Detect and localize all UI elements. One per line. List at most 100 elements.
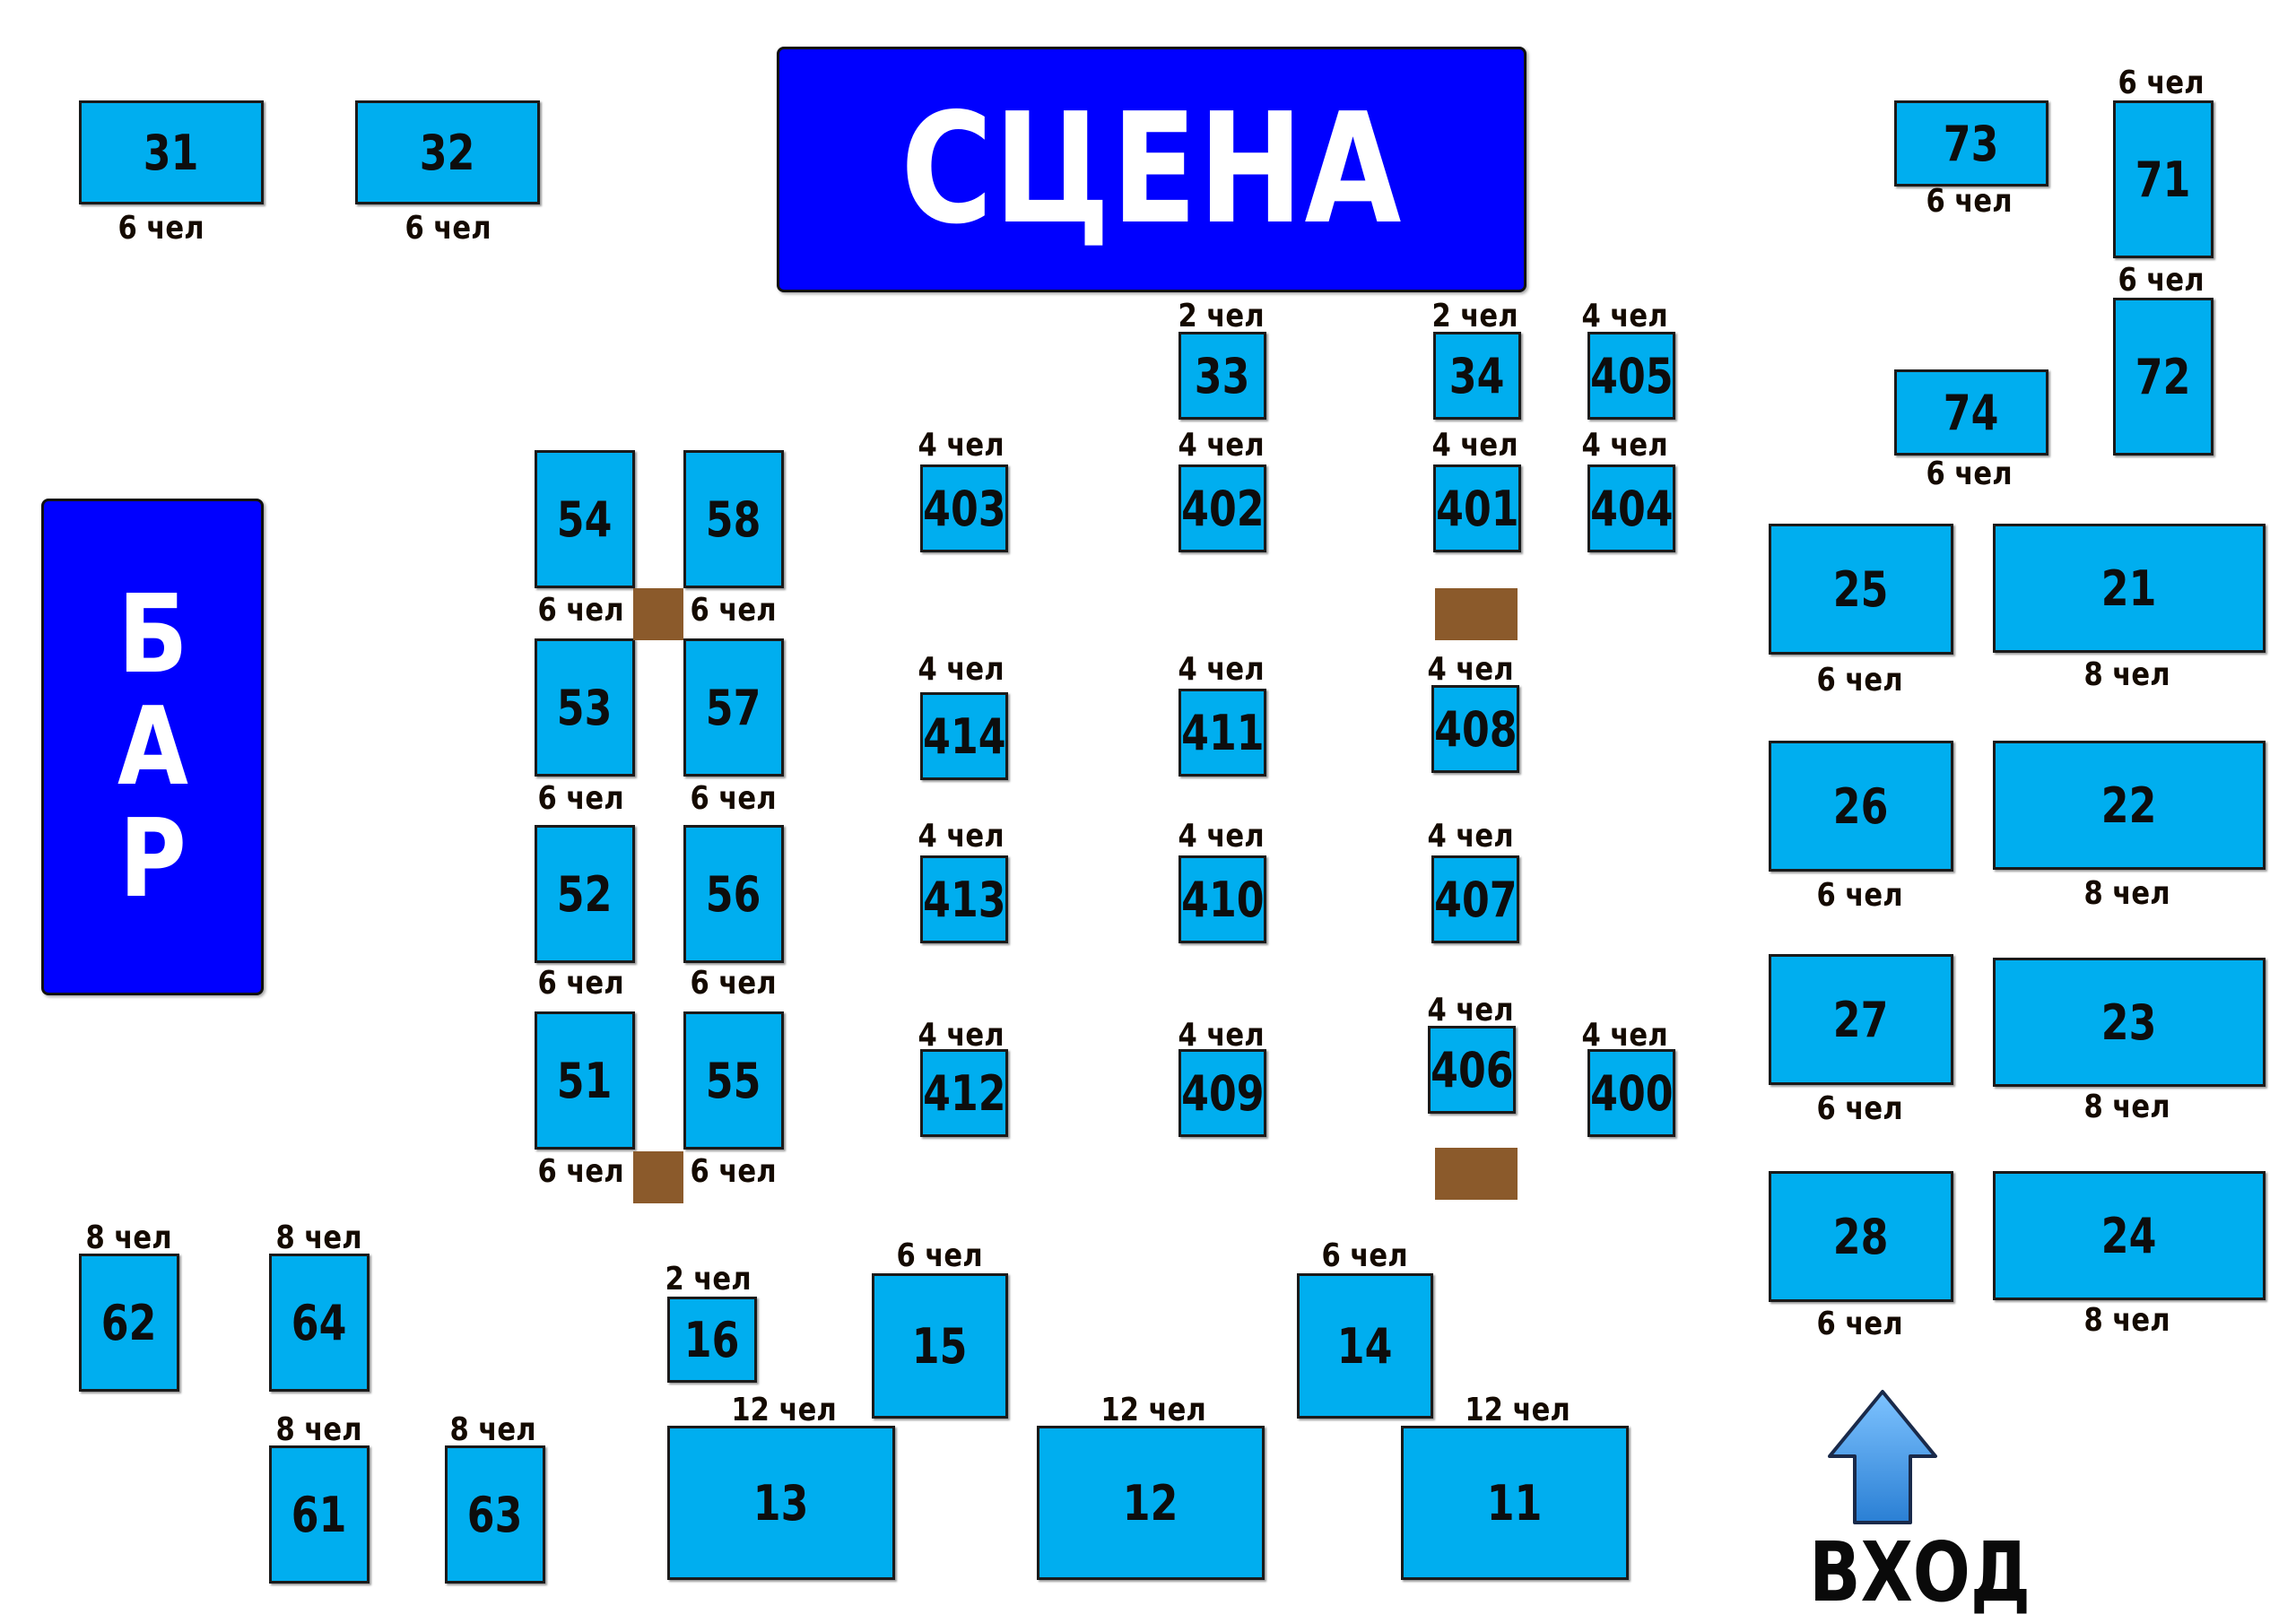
table-28[interactable]: 28	[1769, 1171, 1953, 1302]
table-14[interactable]: 14	[1297, 1273, 1433, 1419]
table-number: 15	[912, 1317, 968, 1375]
table-12[interactable]: 12	[1037, 1426, 1265, 1580]
table-73[interactable]: 73	[1894, 100, 2048, 187]
table-capacity: 8 чел	[2056, 1089, 2199, 1125]
table-54[interactable]: 54	[535, 450, 635, 588]
table-24[interactable]: 24	[1993, 1171, 2266, 1300]
table-capacity-text: 4 чел	[1581, 427, 1669, 464]
table-capacity-text: 6 чел	[1926, 183, 2013, 220]
table-405[interactable]: 405	[1587, 332, 1675, 420]
table-64[interactable]: 64	[269, 1254, 370, 1392]
table-number: 411	[1180, 704, 1265, 761]
table-capacity: 4 чел	[1553, 298, 1697, 334]
table-number: 11	[1487, 1474, 1543, 1532]
table-403[interactable]: 403	[920, 464, 1008, 552]
table-16[interactable]: 16	[667, 1297, 757, 1383]
table-capacity-text: 4 чел	[918, 1017, 1005, 1054]
table-53[interactable]: 53	[535, 638, 635, 777]
table-13[interactable]: 13	[667, 1426, 895, 1580]
table-58[interactable]: 58	[683, 450, 784, 588]
table-capacity: 6 чел	[90, 210, 233, 247]
stage: СЦЕНА	[777, 47, 1526, 292]
table-capacity-text: 4 чел	[1427, 992, 1515, 1028]
table-number: 22	[2101, 777, 2157, 834]
table-33[interactable]: 33	[1178, 332, 1266, 420]
table-number: 408	[1433, 700, 1518, 758]
table-number: 53	[557, 679, 613, 736]
table-409[interactable]: 409	[1178, 1049, 1266, 1137]
table-capacity-text: 6 чел	[690, 965, 778, 1002]
table-407[interactable]: 407	[1431, 855, 1519, 943]
table-401[interactable]: 401	[1433, 464, 1521, 552]
table-capacity: 4 чел	[1150, 1017, 1293, 1054]
table-402[interactable]: 402	[1178, 464, 1266, 552]
table-capacity-text: 6 чел	[690, 780, 778, 817]
table-62[interactable]: 62	[79, 1254, 179, 1392]
table-capacity-text: 6 чел	[2118, 65, 2205, 101]
table-number: 52	[557, 865, 613, 923]
table-capacity: 6 чел	[662, 1153, 805, 1190]
table-capacity: 4 чел	[1553, 1017, 1697, 1054]
table-capacity-text: 6 чел	[690, 592, 778, 629]
table-capacity-text: 6 чел	[537, 592, 625, 629]
table-capacity-text: 6 чел	[117, 210, 205, 247]
table-capacity-text: 6 чел	[690, 1153, 778, 1190]
table-51[interactable]: 51	[535, 1011, 635, 1150]
table-capacity: 4 чел	[1150, 818, 1293, 855]
table-406[interactable]: 406	[1428, 1026, 1516, 1114]
table-number: 34	[1449, 347, 1505, 404]
table-number: 14	[1337, 1317, 1393, 1375]
table-404[interactable]: 404	[1587, 464, 1675, 552]
table-400[interactable]: 400	[1587, 1049, 1675, 1137]
table-61[interactable]: 61	[269, 1445, 370, 1584]
table-15[interactable]: 15	[872, 1273, 1008, 1419]
table-410[interactable]: 410	[1178, 855, 1266, 943]
table-414[interactable]: 414	[920, 692, 1008, 780]
table-capacity: 8 чел	[2056, 1302, 2199, 1339]
table-34[interactable]: 34	[1433, 332, 1521, 420]
table-capacity: 12 чел	[1446, 1392, 1589, 1428]
table-capacity-text: 8 чел	[2083, 1302, 2171, 1339]
table-number: 32	[420, 124, 475, 181]
table-32[interactable]: 32	[355, 100, 540, 204]
table-capacity: 4 чел	[1399, 992, 1543, 1028]
table-23[interactable]: 23	[1993, 958, 2266, 1087]
table-63[interactable]: 63	[445, 1445, 545, 1584]
table-412[interactable]: 412	[920, 1049, 1008, 1137]
table-number: 401	[1435, 480, 1519, 537]
table-74[interactable]: 74	[1894, 369, 2048, 456]
table-408[interactable]: 408	[1431, 685, 1519, 773]
table-413[interactable]: 413	[920, 855, 1008, 943]
table-55[interactable]: 55	[683, 1011, 784, 1150]
table-72[interactable]: 72	[2113, 298, 2213, 456]
table-71[interactable]: 71	[2113, 100, 2213, 258]
table-capacity: 2 чел	[1150, 298, 1293, 334]
table-capacity: 6 чел	[1788, 1090, 1932, 1127]
table-capacity-text: 4 чел	[918, 651, 1005, 688]
table-411[interactable]: 411	[1178, 689, 1266, 777]
table-capacity-text: 4 чел	[1431, 427, 1519, 464]
table-21[interactable]: 21	[1993, 524, 2266, 653]
table-capacity-text: 6 чел	[1816, 662, 1904, 699]
table-25[interactable]: 25	[1769, 524, 1953, 655]
table-57[interactable]: 57	[683, 638, 784, 777]
table-capacity-text: 6 чел	[2118, 262, 2205, 299]
table-number: 26	[1833, 777, 1889, 835]
stage-label: СЦЕНА	[900, 81, 1403, 258]
table-capacity: 4 чел	[1150, 427, 1293, 464]
table-31[interactable]: 31	[79, 100, 264, 204]
table-capacity-text: 6 чел	[537, 780, 625, 817]
table-capacity-text: 4 чел	[1581, 1017, 1669, 1054]
table-22[interactable]: 22	[1993, 741, 2266, 870]
table-number: 406	[1430, 1041, 1514, 1098]
table-capacity-text: 6 чел	[404, 210, 492, 247]
table-capacity: 2 чел	[1404, 298, 1547, 334]
table-27[interactable]: 27	[1769, 954, 1953, 1085]
table-56[interactable]: 56	[683, 825, 784, 963]
table-capacity-text: 4 чел	[1178, 651, 1265, 688]
table-11[interactable]: 11	[1401, 1426, 1629, 1580]
table-52[interactable]: 52	[535, 825, 635, 963]
table-26[interactable]: 26	[1769, 741, 1953, 872]
bar-letter: Б	[117, 572, 187, 698]
table-number: 51	[557, 1052, 613, 1109]
